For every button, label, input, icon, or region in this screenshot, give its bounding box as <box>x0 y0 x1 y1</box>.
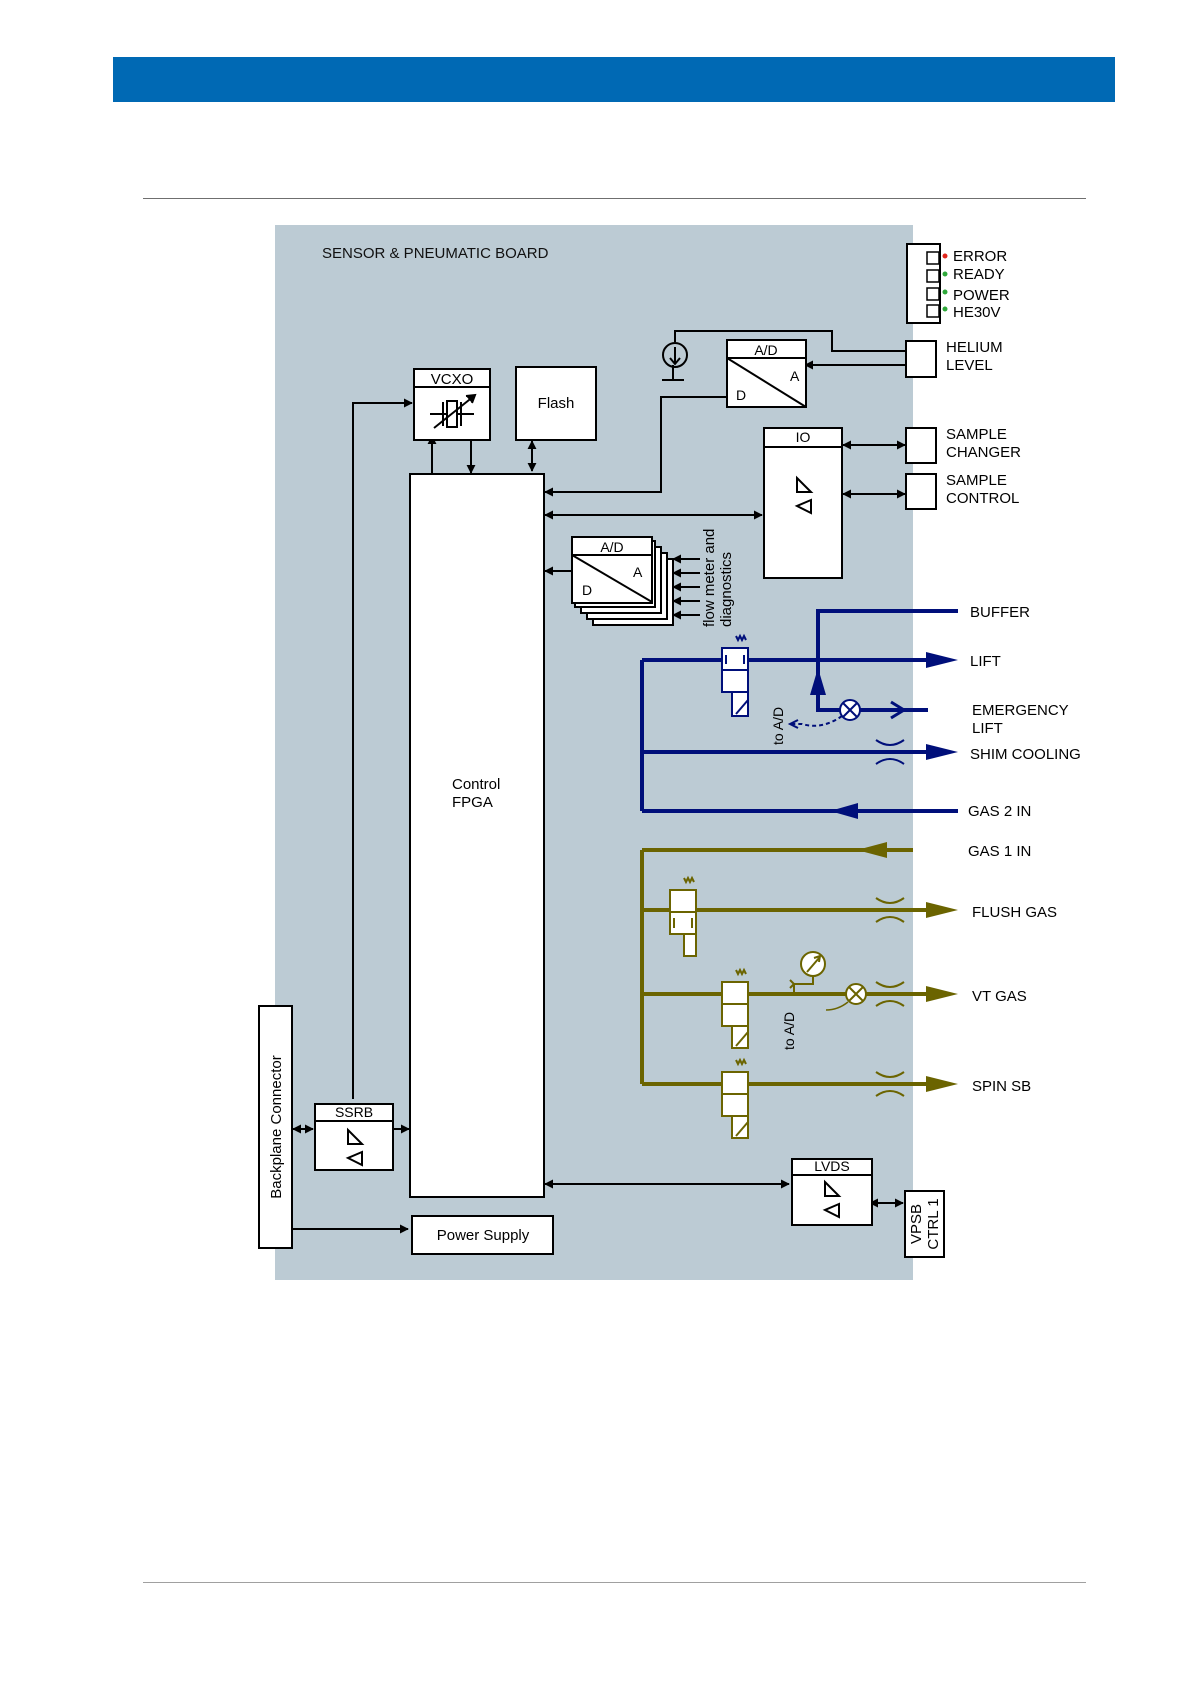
to-ad-arrow-icon <box>787 719 799 729</box>
board-title: SENSOR & PNEUMATIC BOARD <box>322 245 549 262</box>
gas-restrictor-icons <box>875 897 905 1097</box>
transceiver-icon <box>822 1179 842 1219</box>
ad-top-title: A/D <box>754 342 777 358</box>
crystal-icon <box>430 393 477 429</box>
he30v-led-icon <box>942 306 948 312</box>
bottom-rule <box>143 1582 1086 1583</box>
gas2-in-label: GAS 2 IN <box>968 803 1031 820</box>
ad-stack-d: D <box>582 582 592 598</box>
vt-gas-valve-icon <box>721 967 749 1049</box>
emergency-lift-label-2: LIFT <box>972 720 1003 737</box>
to-ad-dashed-line <box>790 715 843 727</box>
led-label-power: POWER <box>953 287 1010 304</box>
io-label: IO <box>796 429 811 445</box>
led-indicator-block: ERROR READY POWER HE30V <box>906 243 1010 324</box>
vpsb-label-1: VPSB <box>908 1204 925 1244</box>
flash-block: Flash <box>515 366 597 441</box>
gas1-in-label: GAS 1 IN <box>968 843 1031 860</box>
power-supply-block: Power Supply <box>411 1215 554 1255</box>
vcxo-label: VCXO <box>431 371 474 388</box>
lvds-block: LVDS <box>791 1158 873 1226</box>
flush-gas-valve-icon <box>669 875 697 957</box>
backplane-label: Backplane Connector <box>268 1055 285 1198</box>
spin-sb-label: SPIN SB <box>972 1078 1031 1095</box>
flow-meter-label-2: diagnostics <box>718 552 735 627</box>
vt-to-ad-line <box>825 1001 849 1011</box>
signal-lines <box>292 330 906 1234</box>
sample-changer-connector: SAMPLE CHANGER <box>905 426 1021 464</box>
ad-stack-title: A/D <box>600 539 623 555</box>
to-ad-label-lift: to A/D <box>770 707 786 745</box>
pressure-gauge-icon <box>789 951 826 994</box>
emergency-lift-label-1: EMERGENCY <box>972 702 1069 719</box>
ad-top-a: A <box>790 368 800 384</box>
transceiver-icon <box>794 475 814 515</box>
lift-check-arrow <box>890 700 907 720</box>
spin-sb-valve-icon <box>721 1057 749 1139</box>
sample-control-connector: SAMPLE CONTROL <box>905 472 1019 510</box>
io-block: IO <box>763 427 843 579</box>
sample-changer-label-1: SAMPLE <box>946 426 1007 443</box>
header-band <box>113 57 1115 102</box>
lift-label: LIFT <box>970 653 1001 670</box>
vt-gas-flow-sensor-icon <box>845 983 867 1005</box>
emergency-flow-sensor-icon <box>839 699 861 721</box>
vcxo-block: VCXO <box>413 368 491 441</box>
ad-converter-stack: A/D A D <box>571 536 674 626</box>
current-source-icon <box>662 342 688 368</box>
lift-gas-arrowheads <box>810 652 958 819</box>
sample-control-label-1: SAMPLE <box>946 472 1007 489</box>
top-rule <box>143 198 1086 199</box>
fpga-label-1: Control <box>452 776 500 793</box>
ad-stack-a: A <box>633 564 643 580</box>
backplane-connector: Backplane Connector <box>258 1005 293 1249</box>
buffer-label: BUFFER <box>970 604 1030 621</box>
shim-cooling-restrictor-icon <box>875 739 905 765</box>
fpga-label-2: FPGA <box>452 794 493 811</box>
ad-converter-top: A/D A D <box>726 339 807 408</box>
gas1-arrowheads <box>857 842 958 1092</box>
led-label-he30v: HE30V <box>953 304 1001 321</box>
helium-label-1: HELIUM <box>946 339 1003 356</box>
sample-changer-label-2: CHANGER <box>946 444 1021 461</box>
ad-top-d: D <box>736 387 746 403</box>
power-supply-label: Power Supply <box>437 1227 530 1244</box>
shim-cooling-label: SHIM COOLING <box>970 746 1081 763</box>
error-led-icon <box>942 253 948 259</box>
vt-gas-label: VT GAS <box>972 988 1027 1005</box>
ssrb-label: SSRB <box>335 1104 373 1120</box>
power-led-icon <box>942 289 948 295</box>
sample-control-label-2: CONTROL <box>946 490 1019 507</box>
led-label-ready: READY <box>953 266 1005 283</box>
control-fpga-block: Control FPGA <box>409 473 545 1198</box>
helium-label-2: LEVEL <box>946 357 993 374</box>
flow-meter-label-1: flow meter and <box>701 529 718 627</box>
transceiver-icon <box>345 1127 365 1167</box>
flash-label: Flash <box>538 395 575 412</box>
lift-solenoid-valve-icon <box>721 633 749 717</box>
lift-gas-lines <box>640 609 958 813</box>
led-label-error: ERROR <box>953 248 1007 265</box>
flush-gas-label: FLUSH GAS <box>972 904 1057 921</box>
ready-led-icon <box>942 271 948 277</box>
lvds-label: LVDS <box>814 1158 850 1174</box>
gas1-lines <box>640 848 928 1086</box>
vpsb-connector: VPSB CTRL 1 <box>904 1190 945 1258</box>
vpsb-label-2: CTRL 1 <box>925 1198 942 1249</box>
ssrb-block: SSRB <box>314 1103 394 1171</box>
to-ad-label-vt: to A/D <box>781 1012 797 1050</box>
helium-level-connector: HELIUM LEVEL <box>905 339 1003 378</box>
